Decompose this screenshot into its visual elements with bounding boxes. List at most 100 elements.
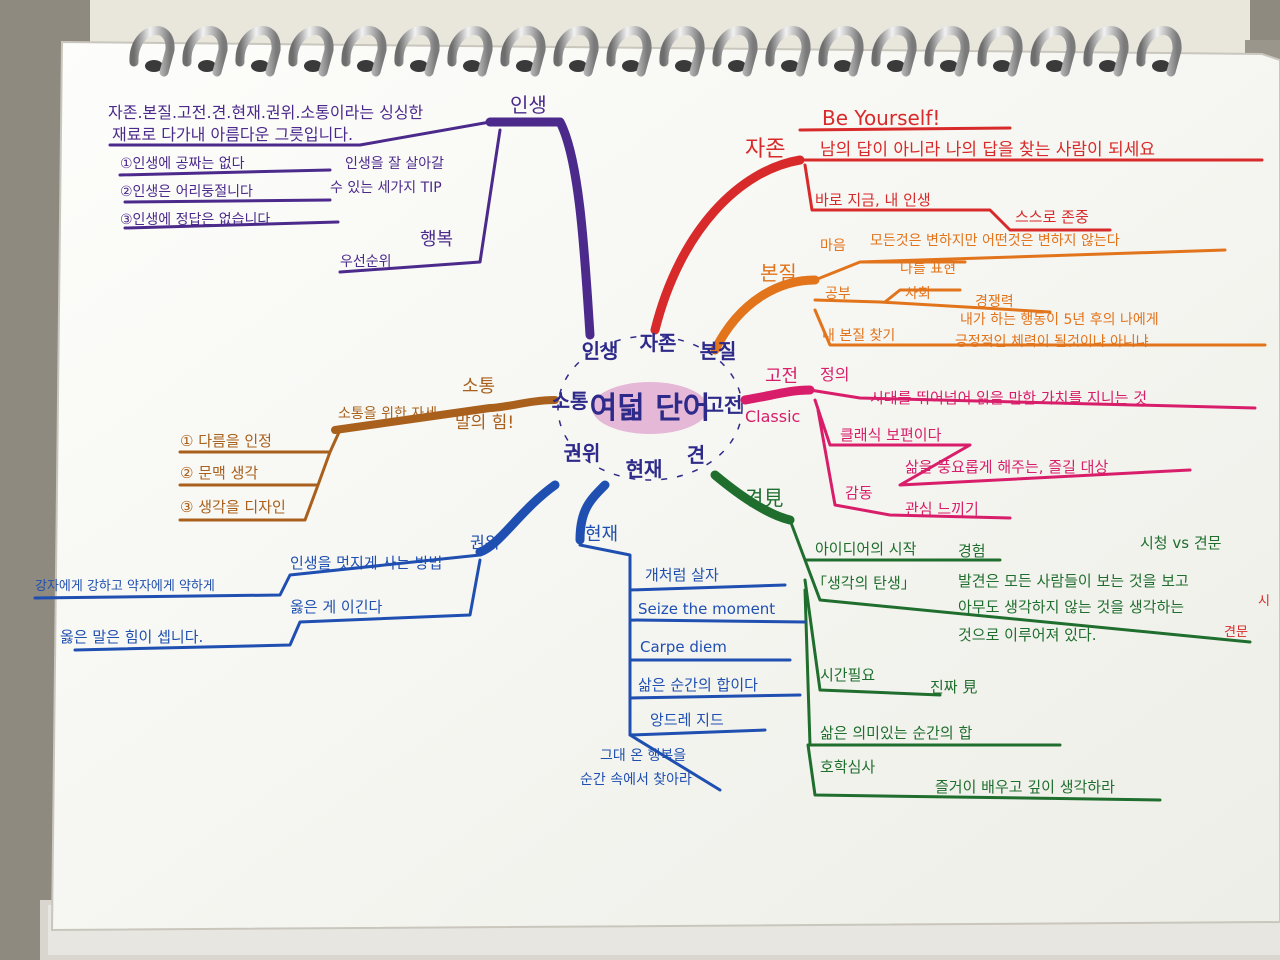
spiral-ring xyxy=(447,26,493,77)
binding-hole xyxy=(569,60,587,72)
purple-tip-note-1: 인생을 잘 살아갈 xyxy=(345,156,444,172)
center-ring: 인생 자존 본질 고전 견 권위 현재 소통 xyxy=(552,331,743,481)
branch-blue-sub xyxy=(578,543,807,792)
green-real: 진짜 見 xyxy=(930,678,977,696)
green-margin-1: 시 xyxy=(1258,594,1270,609)
brown-head: 소통 xyxy=(462,376,495,397)
blue-right-wins: 옳은 게 이긴다 xyxy=(290,598,383,616)
pink-head: 고전 xyxy=(765,366,798,387)
binding-hole xyxy=(940,60,958,72)
branch-red xyxy=(650,155,805,335)
center-highlight xyxy=(592,382,708,434)
binding-hole xyxy=(198,60,216,72)
branch-purple-sub xyxy=(118,168,340,230)
spiral-ring xyxy=(553,26,599,77)
binding-hole xyxy=(675,60,693,72)
binding-hole xyxy=(622,60,640,72)
orange-society: 사회 xyxy=(905,286,931,302)
blue-item-1: 개처럼 살자 xyxy=(645,566,719,584)
binding-hole xyxy=(728,60,746,72)
binding-hole xyxy=(145,60,163,72)
brown-item-2: ② 문맥 생각 xyxy=(180,464,258,482)
ring-word-sotong: 소통 xyxy=(552,389,589,413)
blue-head: 현재 xyxy=(585,524,618,545)
ring-word-hyeonjae: 현재 xyxy=(626,457,663,481)
ring-word-gwonwi: 권위 xyxy=(564,441,601,465)
spiral-ring xyxy=(1083,26,1129,77)
orange-mind: 마음 xyxy=(820,238,846,254)
branch-authority xyxy=(475,480,560,557)
green-side-note: 시청 vs 견문 xyxy=(1140,534,1222,552)
purple-happy: 행복 xyxy=(420,229,453,250)
green-birth: 「생각의 탄생」 xyxy=(812,574,916,592)
binding-hole xyxy=(463,60,481,72)
binding-hole xyxy=(781,60,799,72)
branch-green xyxy=(710,470,795,525)
green-margin-2: 견문 xyxy=(1224,625,1248,640)
purple-head: 인생 xyxy=(510,93,547,117)
red-head: 자존 xyxy=(745,137,785,162)
ring-word-jajon: 자존 xyxy=(640,331,677,355)
binding-hole xyxy=(1099,60,1117,72)
branch-purple-sub xyxy=(338,128,502,274)
green-study: 호학심사 xyxy=(820,758,875,776)
blue-strong: 강자에게 강하고 약자에게 약하게 xyxy=(35,579,215,594)
blue-right-power: 옳은 말은 힘이 셉니다. xyxy=(60,628,203,646)
green-idea-start: 아이디어의 시작 xyxy=(815,540,917,558)
red-line-3: 스스로 존중 xyxy=(1015,208,1089,226)
purple-tip-2: ②인생은 어리둥절니다 xyxy=(120,184,253,200)
green-birth-text-3: 것으로 이루어져 있다. xyxy=(958,626,1097,644)
brown-item-3: ③ 생각을 디자인 xyxy=(180,498,286,516)
binding-hole xyxy=(993,60,1011,72)
red-slogan: Be Yourself! xyxy=(822,106,940,130)
pink-definition-label: 정의 xyxy=(820,365,849,384)
center-title: 여덟 단어 xyxy=(590,391,711,426)
purple-intro-1: 자존.본질.고전.견.현재.권위.소통이라는 싱싱한 xyxy=(108,103,424,122)
green-birth-text-1: 발견은 모든 사람들이 보는 것을 보고 xyxy=(958,572,1189,590)
green-birth-text-2: 아무도 생각하지 않는 것을 생각하는 xyxy=(958,598,1184,616)
notebook-page xyxy=(50,40,1280,932)
spiral-ring xyxy=(871,26,917,77)
spiral-ring xyxy=(659,26,705,77)
binding-hole xyxy=(251,60,269,72)
spiral-ring xyxy=(500,26,546,77)
purple-tip-1: ①인생에 공짜는 없다 xyxy=(120,156,245,172)
spiral-ring xyxy=(1136,26,1182,77)
orange-find-text-2: 긍정적인 체력이 될것이냐 아니냐 xyxy=(955,334,1149,350)
pink-line-2: 클래식 보편이다 xyxy=(840,426,942,444)
green-life: 삶은 의미있는 순간의 합 xyxy=(820,724,973,742)
blue-item-3: Carpe diem xyxy=(640,638,727,656)
orange-find: 내 본질 찾기 xyxy=(822,328,895,344)
spiral-ring xyxy=(235,26,281,77)
branch-orange-sub xyxy=(813,248,1267,347)
binding-hole xyxy=(516,60,534,72)
binding-hole xyxy=(1152,60,1170,72)
ring-word-insaeng: 인생 xyxy=(582,339,619,363)
pink-line-4b: 관심 느끼기 xyxy=(905,500,979,518)
spiral-ring xyxy=(129,26,175,77)
orange-find-text-1: 내가 하는 행동이 5년 후의 나에게 xyxy=(960,312,1159,328)
orange-study: 공부 xyxy=(825,286,851,302)
blue-authority: 권위 xyxy=(470,533,499,552)
ring-word-gojeon: 고전 xyxy=(706,393,743,417)
pink-line-3: 삶을 풍요롭게 해주는, 즐길 대상 xyxy=(905,458,1108,476)
binding-hole xyxy=(410,60,428,72)
branch-blue xyxy=(575,480,610,545)
orange-experience: 경쟁력 xyxy=(975,294,1014,310)
purple-happy-note: 우선순위 xyxy=(340,254,392,270)
spiral-ring xyxy=(977,26,1023,77)
blue-item-5: 앙드레 지드 xyxy=(650,711,724,729)
branch-pink xyxy=(740,385,815,405)
brown-branch: 소통을 위한 자세 xyxy=(338,406,437,422)
center-node: 여덟 단어 xyxy=(590,382,711,434)
binding-hole xyxy=(1046,60,1064,72)
binding-hole xyxy=(887,60,905,72)
ring-word-gyeon: 견 xyxy=(687,443,705,467)
branch-purple xyxy=(485,117,595,340)
ring-word-bonjil: 본질 xyxy=(700,339,737,363)
orange-self: 나를 표현 xyxy=(900,261,956,277)
pink-definition: 시대를 뛰어넘어 읽을 만한 가치를 지니는 것 xyxy=(870,389,1147,407)
brown-item-1: ① 다름을 인정 xyxy=(180,432,272,450)
spiral-ring xyxy=(1030,26,1076,77)
